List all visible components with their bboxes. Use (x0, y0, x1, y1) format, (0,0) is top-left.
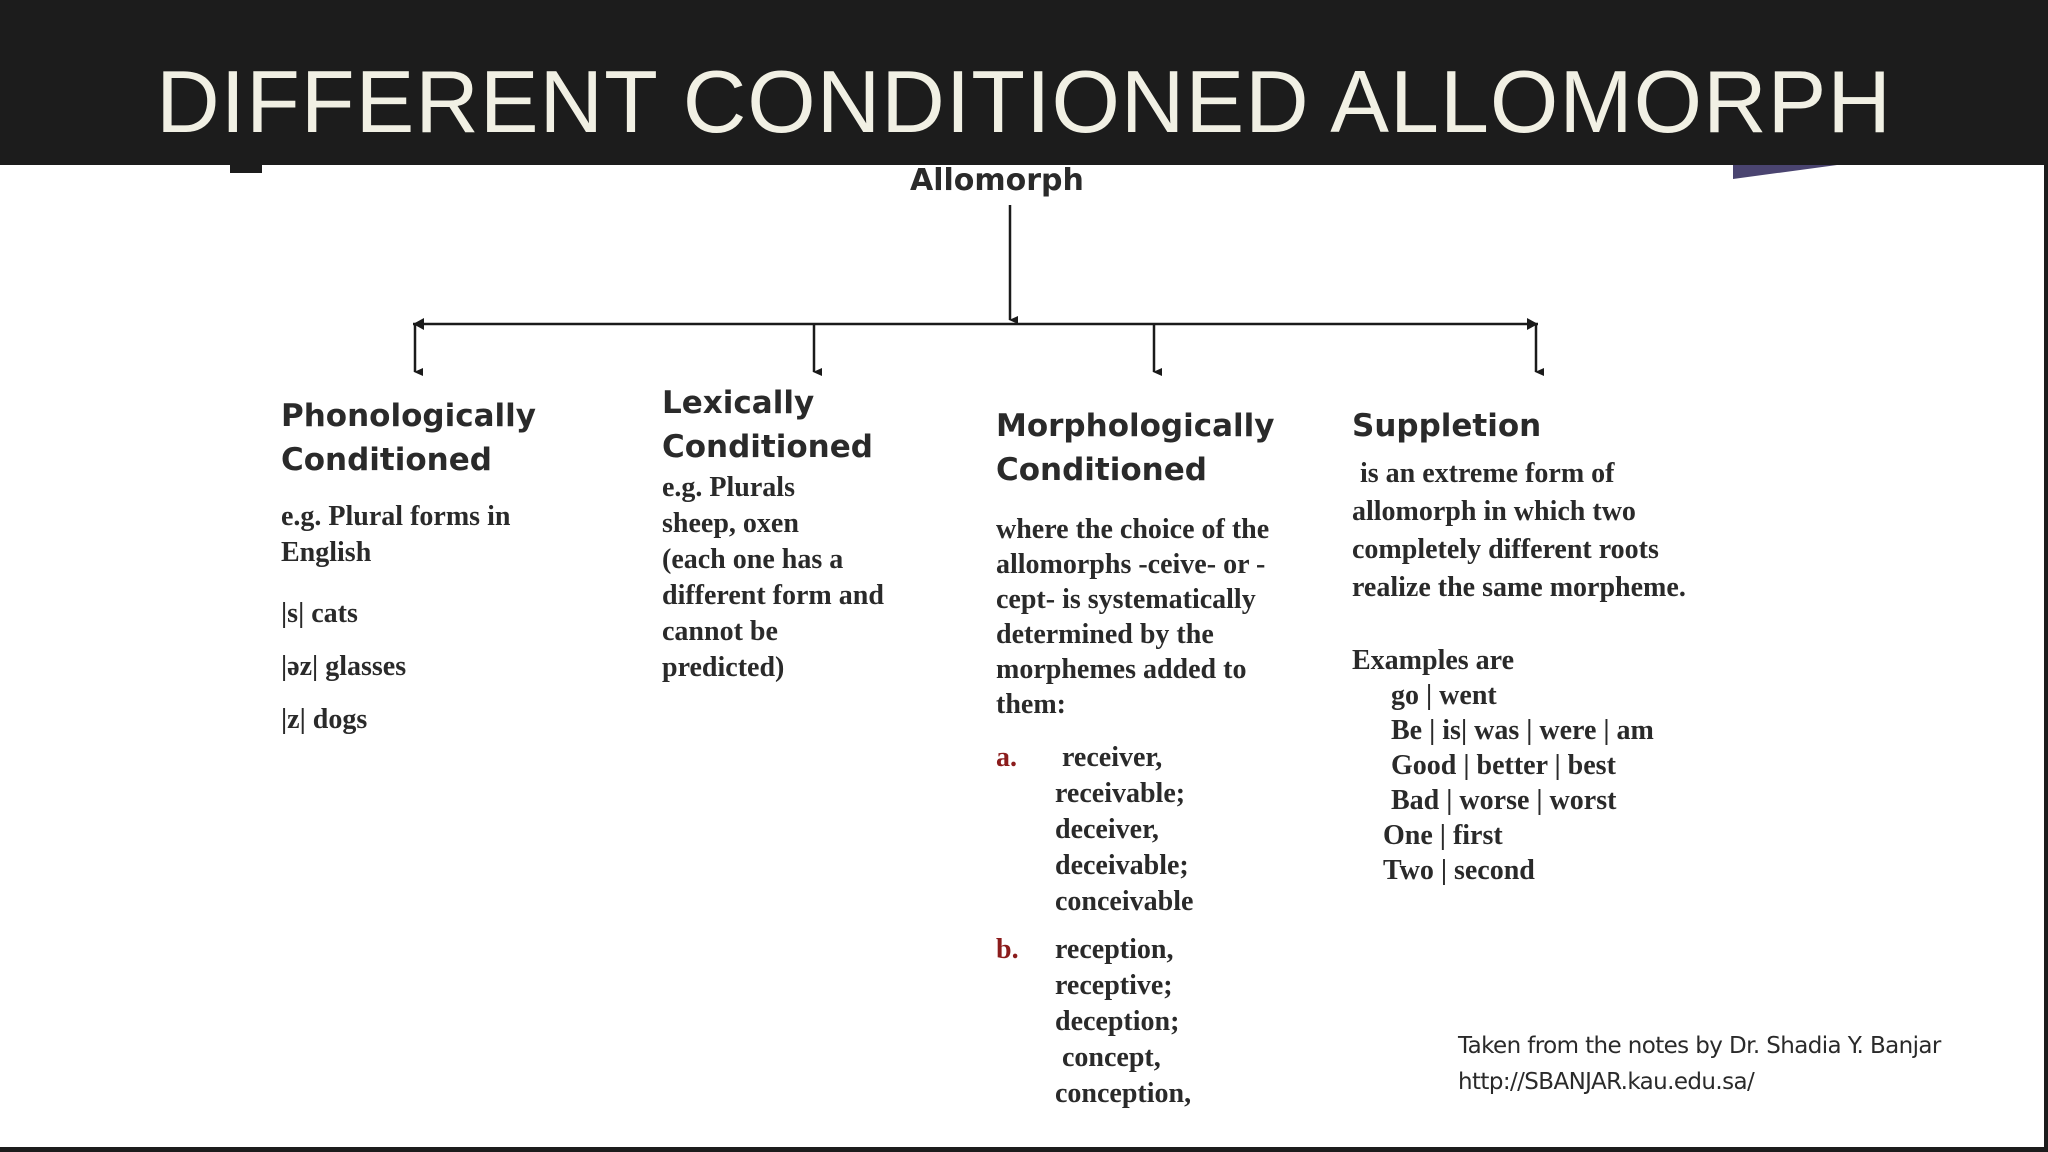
suppletion-description: is an extreme form of allomorph in which… (1352, 455, 1686, 607)
list-item: receiver, (1062, 742, 1163, 773)
decorative-accent-left (230, 165, 262, 173)
title-bar: DIFFERENT CONDITIONED ALLOMORPH (0, 0, 2048, 165)
suppletion-examples: Examples are go | went Be | is| was | we… (1352, 643, 1654, 888)
heading-line: Morphologically (996, 408, 1275, 444)
text-line: them: (996, 689, 1066, 720)
text-line: e.g. Plural forms in (281, 501, 511, 532)
heading-line: Lexically (662, 385, 815, 421)
list-item: |z| dogs (281, 704, 368, 735)
text-line: allomorph in which two (1352, 496, 1636, 527)
list-item: |əz| glasses (281, 651, 407, 682)
text-line: different form and (662, 580, 884, 611)
list-marker-b: b. (996, 934, 1019, 965)
heading-line: Phonologically (281, 398, 536, 434)
phonological-forms: |s| cats |əz| glasses |z| dogs (281, 587, 406, 746)
text-line: completely different roots (1352, 534, 1659, 565)
text-line: cept- is systematically (996, 584, 1256, 615)
text-line: realize the same morpheme. (1352, 572, 1686, 603)
morphological-list-a-items: receiver, receivable; deceiver, deceivab… (1055, 740, 1193, 920)
root-node-allomorph: Allomorph (910, 163, 1084, 198)
heading-line: Conditioned (996, 452, 1207, 488)
phonological-example: e.g. Plural forms in English (281, 499, 510, 571)
examples-label: Examples are (1352, 645, 1515, 676)
morphological-list-b-items: reception, receptive; deception; concept… (1055, 932, 1191, 1112)
credit-line: Taken from the notes by Dr. Shadia Y. Ba… (1458, 1033, 1941, 1059)
bar-left-tip (413, 318, 424, 330)
list-marker-a: a. (996, 742, 1017, 773)
diagram-panel (0, 165, 2044, 1147)
list-item: concept, (1062, 1042, 1161, 1073)
list-item: receivable; (1055, 778, 1186, 809)
text-line: cannot be (662, 616, 778, 647)
list-item: receptive; (1055, 970, 1173, 1001)
text-line: (each one has a (662, 544, 844, 575)
heading-morphologically-conditioned: Morphologically Conditioned (996, 404, 1275, 492)
list-item: Good | better | best (1391, 750, 1616, 781)
text-line: predicted) (662, 652, 785, 683)
list-item: conceivable (1055, 886, 1194, 917)
text-line: sheep, oxen (662, 508, 799, 539)
text-line: where the choice of the (996, 514, 1270, 545)
morphological-list-b: b. (996, 932, 1054, 968)
source-credit: Taken from the notes by Dr. Shadia Y. Ba… (1458, 1028, 1941, 1100)
heading-phonologically-conditioned: Phonologically Conditioned (281, 394, 536, 482)
morphological-description: where the choice of the allomorphs -ceiv… (996, 512, 1269, 722)
text-line: is an extreme form of (1360, 458, 1615, 489)
text-line: e.g. Plurals (662, 472, 795, 503)
credit-link: http://SBANJAR.kau.edu.sa/ (1458, 1069, 1755, 1095)
list-item: Two | second (1383, 855, 1535, 886)
heading-line: Conditioned (281, 442, 492, 478)
heading-line: Conditioned (662, 429, 873, 465)
lexical-description: e.g. Plurals sheep, oxen (each one has a… (662, 470, 884, 686)
list-item: |s| cats (281, 598, 358, 629)
heading-suppletion: Suppletion (1352, 404, 1541, 448)
list-item: deceiver, (1055, 814, 1159, 845)
text-line: allomorphs -ceive- or - (996, 549, 1266, 580)
list-item: conception, (1055, 1078, 1192, 1109)
heading-line: Suppletion (1352, 408, 1542, 444)
list-item: go | went (1391, 680, 1497, 711)
bar-right-tip (1527, 318, 1538, 330)
text-line: determined by the (996, 619, 1214, 650)
list-item: deceivable; (1055, 850, 1189, 881)
list-item: Be | is| was | were | am (1391, 715, 1654, 746)
text-line: morphemes added to (996, 654, 1247, 685)
text-line: English (281, 537, 372, 568)
decorative-accent-right (1733, 165, 1837, 179)
list-item: One | first (1383, 820, 1503, 851)
morphological-list-a: a. (996, 740, 1054, 776)
heading-lexically-conditioned: Lexically Conditioned (662, 381, 873, 469)
list-item: reception, (1055, 934, 1174, 965)
list-item: Bad | worse | worst (1391, 785, 1617, 816)
list-item: deception; (1055, 1006, 1180, 1037)
slide-title: DIFFERENT CONDITIONED ALLOMORPH (156, 52, 1892, 151)
